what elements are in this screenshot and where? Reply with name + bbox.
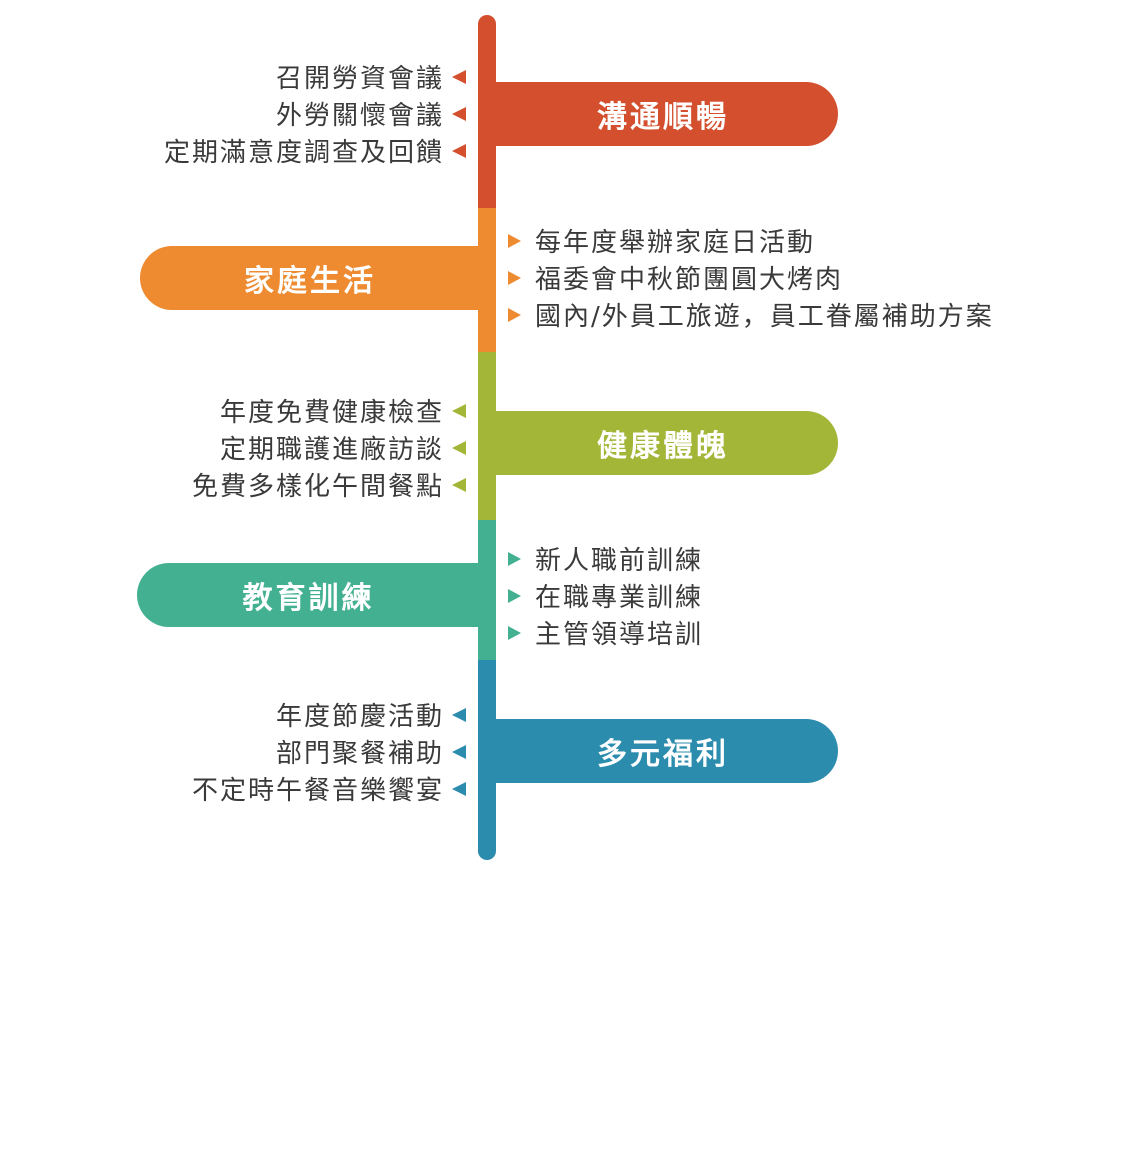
item-text: 年度免費健康檢查 (219, 398, 444, 428)
list-item: 主管領導培訓 (508, 614, 703, 651)
list-item: 年度節慶活動 (192, 696, 466, 733)
list-item: 每年度舉辦家庭日活動 (508, 222, 994, 259)
pill-family-label: 家庭生活 (244, 264, 376, 299)
pill-communication: 溝通順暢 (478, 82, 838, 146)
list-item: 召開勞資會議 (164, 58, 466, 95)
list-item: 外勞關懷會議 (164, 95, 466, 132)
arrow-right-icon (508, 307, 521, 322)
arrow-right-icon (508, 270, 521, 285)
item-text: 國內/外員工旅遊，員工眷屬補助方案 (535, 302, 994, 332)
list-item: 年度免費健康檢查 (192, 392, 466, 429)
list-health: 年度免費健康檢查 定期職護進廠訪談 免費多樣化午間餐點 (192, 392, 466, 503)
list-communication: 召開勞資會議 外勞關懷會議 定期滿意度調查及回饋 (164, 58, 466, 169)
arrow-left-icon (452, 143, 466, 158)
item-text: 不定時午餐音樂饗宴 (191, 776, 444, 806)
arrow-right-icon (508, 625, 521, 640)
list-training: 新人職前訓練 在職專業訓練 主管領導培訓 (508, 540, 703, 651)
list-item: 部門聚餐補助 (192, 733, 466, 770)
list-family: 每年度舉辦家庭日活動 福委會中秋節團圓大烤肉 國內/外員工旅遊，員工眷屬補助方案 (508, 222, 994, 333)
pill-health-label: 健康體魄 (597, 429, 729, 464)
pill-benefits-label: 多元福利 (597, 737, 729, 772)
list-benefits: 年度節慶活動 部門聚餐補助 不定時午餐音樂饗宴 (192, 696, 466, 807)
arrow-left-icon (452, 744, 466, 759)
arrow-left-icon (452, 440, 466, 455)
item-text: 定期滿意度調查及回饋 (163, 138, 444, 168)
list-item: 國內/外員工旅遊，員工眷屬補助方案 (508, 296, 994, 333)
list-item: 免費多樣化午間餐點 (192, 466, 466, 503)
pill-communication-label: 溝通順暢 (597, 100, 729, 135)
spine-segment-family (478, 208, 496, 352)
item-text: 在職專業訓練 (535, 583, 704, 613)
item-text: 新人職前訓練 (535, 546, 704, 576)
item-text: 免費多樣化午間餐點 (191, 472, 444, 502)
spine-segment-training (478, 520, 496, 660)
item-text: 主管領導培訓 (535, 620, 704, 650)
list-item: 定期滿意度調查及回饋 (164, 132, 466, 169)
arrow-left-icon (452, 781, 466, 796)
pill-family: 家庭生活 (140, 246, 480, 310)
item-text: 福委會中秋節團圓大烤肉 (535, 265, 844, 295)
list-item: 在職專業訓練 (508, 577, 703, 614)
arrow-left-icon (452, 707, 466, 722)
list-item: 定期職護進廠訪談 (192, 429, 466, 466)
list-item: 福委會中秋節團圓大烤肉 (508, 259, 994, 296)
arrow-left-icon (452, 477, 466, 492)
item-text: 定期職護進廠訪談 (219, 435, 444, 465)
arrow-right-icon (508, 588, 521, 603)
pill-benefits: 多元福利 (478, 719, 838, 783)
arrow-left-icon (452, 106, 466, 121)
item-text: 年度節慶活動 (275, 702, 444, 732)
item-text: 每年度舉辦家庭日活動 (535, 228, 816, 258)
pill-training: 教育訓練 (137, 563, 480, 627)
arrow-left-icon (452, 69, 466, 84)
arrow-right-icon (508, 233, 521, 248)
arrow-right-icon (508, 551, 521, 566)
arrow-left-icon (452, 403, 466, 418)
pill-training-label: 教育訓練 (242, 581, 375, 616)
item-text: 召開勞資會議 (275, 64, 444, 94)
item-text: 外勞關懷會議 (275, 101, 444, 131)
list-item: 新人職前訓練 (508, 540, 703, 577)
item-text: 部門聚餐補助 (275, 739, 444, 769)
pill-health: 健康體魄 (478, 411, 838, 475)
list-item: 不定時午餐音樂饗宴 (192, 770, 466, 807)
